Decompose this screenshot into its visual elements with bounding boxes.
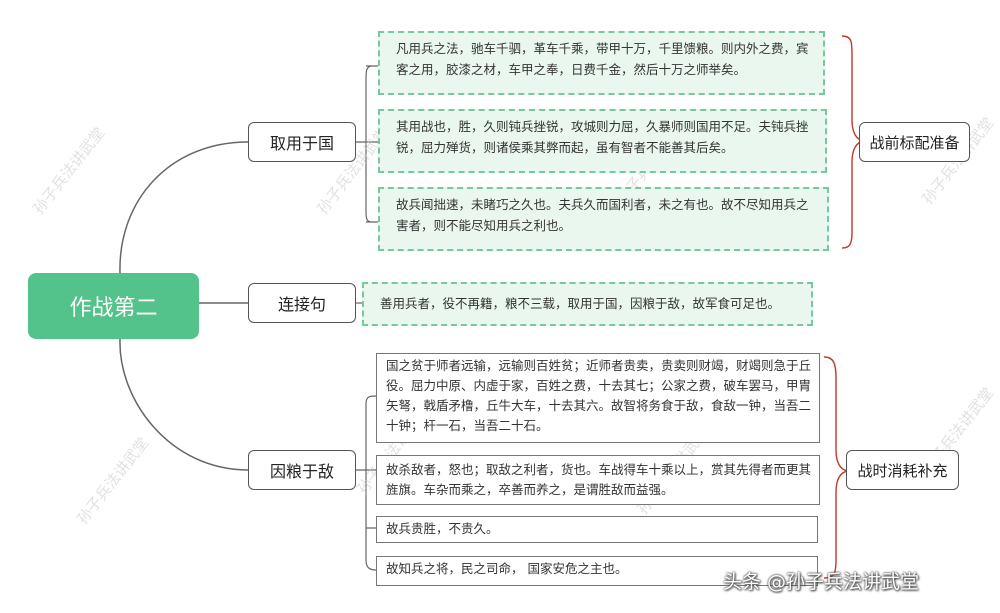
leaf-text: 故兵闻拙速，未睹巧之久也。夫兵久而国利者，未之有也。故不尽知用兵之害者，则不能尽… bbox=[396, 197, 809, 233]
leaf-quyong-3[interactable]: 故兵闻拙速，未睹巧之久也。夫兵久而国利者，未之有也。故不尽知用兵之害者，则不能尽… bbox=[378, 187, 829, 251]
leaf-text: 故知兵之将，民之司命， 国家安危之主也。 bbox=[386, 561, 628, 576]
branch-yinliang[interactable]: 因粮于敌 bbox=[248, 450, 356, 490]
summary-label: 战前标配准备 bbox=[869, 133, 960, 152]
summary-prewar[interactable]: 战前标配准备 bbox=[859, 122, 970, 162]
leaf-yinliang-4[interactable]: 故知兵之将，民之司命， 国家安危之主也。 bbox=[376, 556, 818, 586]
leaf-yinliang-1[interactable]: 国之贫于师者远输，远输则百姓贫；近师者贵卖，贵卖则财竭，财竭则急于丘役。屈力中原… bbox=[376, 353, 820, 443]
leaf-text: 善用兵者，役不再籍，粮不三载，取用于国，因粮于敌，故军食可足也。 bbox=[380, 296, 781, 311]
branch-label: 连接句 bbox=[277, 295, 326, 314]
leaf-text: 故兵贵胜，不贵久。 bbox=[386, 521, 499, 536]
branch-quyong[interactable]: 取用于国 bbox=[248, 122, 356, 162]
brace-bottom bbox=[823, 356, 849, 579]
watermark: 孙子兵法讲武堂 bbox=[73, 433, 153, 528]
leaf-lianjie-1[interactable]: 善用兵者，役不再籍，粮不三载，取用于国，因粮于敌，故军食可足也。 bbox=[362, 282, 813, 326]
connector-root-quyong bbox=[119, 141, 249, 274]
summary-label: 战时消耗补充 bbox=[857, 461, 948, 480]
branch-lianjie[interactable]: 连接句 bbox=[248, 283, 356, 323]
leaf-yinliang-3[interactable]: 故兵贵胜，不贵久。 bbox=[376, 516, 818, 543]
leaf-yinliang-2[interactable]: 故杀敌者，怒也；取敌之利者，货也。车战得车十乘以上，赏其先得者而更其旌旗。车杂而… bbox=[376, 455, 820, 505]
leaf-text: 国之贫于师者远输，远输则百姓贫；近师者贵卖，贵卖则财竭，财竭则急于丘役。屈力中原… bbox=[386, 358, 812, 433]
credit-caption: 头条 @孙子兵法讲武堂 bbox=[723, 571, 920, 593]
leaf-text: 凡用兵之法，驰车千驷，革车千乘，带甲十万，千里馈粮。则内外之费，宾客之用，胶漆之… bbox=[396, 41, 809, 77]
leaf-quyong-2[interactable]: 其用战也，胜，久则钝兵挫锐，攻城则力屈，久暴师则国用不足。夫钝兵挫锐，屈力殚货，… bbox=[378, 109, 827, 173]
root-label: 作战第二 bbox=[69, 296, 158, 321]
branch-label: 因粮于敌 bbox=[269, 462, 334, 481]
leaf-text: 故杀敌者，怒也；取敌之利者，货也。车战得车十乘以上，赏其先得者而更其旌旗。车杂而… bbox=[386, 462, 812, 497]
root-node[interactable]: 作战第二 bbox=[28, 273, 199, 339]
leaf-text: 其用战也，胜，久则钝兵挫锐，攻城则力屈，久暴师则国用不足。夫钝兵挫锐，屈力殚货，… bbox=[396, 119, 809, 155]
watermark: 孙子兵法讲武堂 bbox=[29, 123, 109, 218]
branch-label: 取用于国 bbox=[269, 134, 334, 153]
leaf-quyong-1[interactable]: 凡用兵之法，驰车千驷，革车千乘，带甲十万，千里馈粮。则内外之费，宾客之用，胶漆之… bbox=[378, 31, 825, 95]
summary-wartime[interactable]: 战时消耗补充 bbox=[846, 450, 959, 490]
